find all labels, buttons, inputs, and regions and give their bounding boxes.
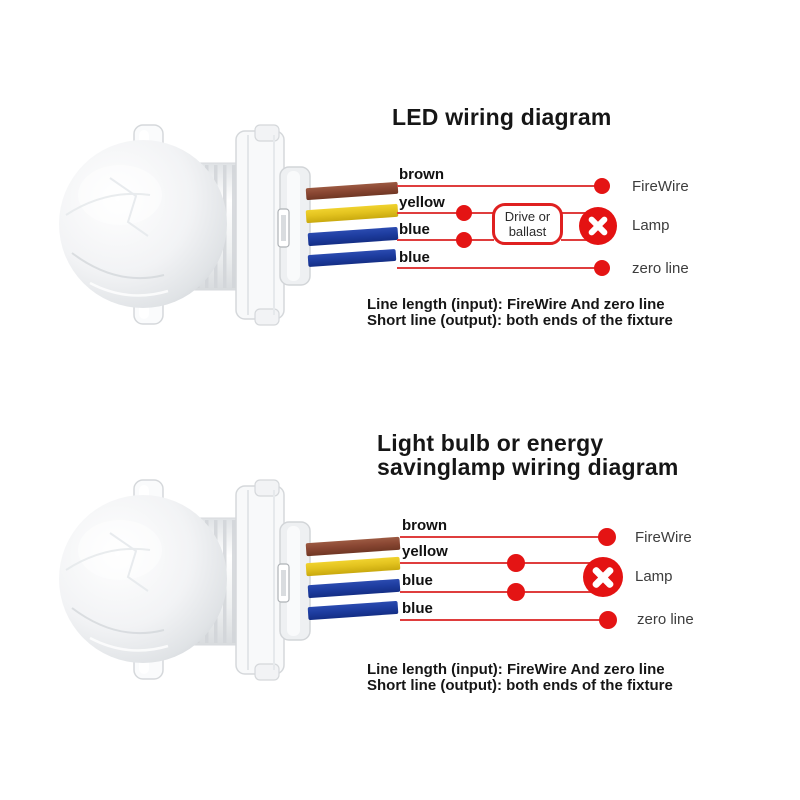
caption-line2: Short line (output): both ends of the fi…	[367, 677, 673, 694]
junction-dot	[456, 205, 472, 221]
blue-wire-1	[307, 578, 401, 599]
drive-ballast-box: Drive or ballast	[492, 203, 563, 245]
junction-dot	[599, 611, 617, 629]
junction-dot	[594, 178, 610, 194]
yellow-wire	[305, 556, 401, 577]
box-to-lamp-line-bottom	[561, 239, 598, 241]
output-label-zeroline: zero line	[637, 611, 694, 628]
wire-label-blue2: blue	[399, 249, 430, 266]
wire-label-blue1: blue	[399, 221, 430, 238]
wire-label-blue2: blue	[402, 600, 433, 617]
blue-line	[397, 239, 494, 241]
blue-wire-2	[307, 600, 399, 621]
junction-dot	[507, 554, 525, 572]
zero-line-wire	[400, 619, 608, 621]
blue-line	[400, 591, 603, 593]
drive-ballast-text-line2: ballast	[508, 224, 547, 239]
brown-wire	[305, 181, 399, 201]
wire-label-yellow: yellow	[399, 194, 445, 211]
blue-wire-1	[307, 226, 399, 247]
zero-line-wire	[397, 267, 602, 269]
section-title-bulb-line2: savinglamp wiring diagram	[377, 454, 679, 480]
junction-dot	[598, 528, 616, 546]
wire-label-brown: brown	[402, 517, 447, 534]
section-title-bulb-line1: Light bulb or energy	[377, 430, 604, 456]
section-title-led: LED wiring diagram	[392, 104, 612, 130]
wire-label-brown: brown	[399, 166, 444, 183]
output-label-firewire: FireWire	[635, 529, 692, 546]
wire-label-blue1: blue	[402, 572, 433, 589]
box-to-lamp-line-top	[561, 212, 598, 214]
yellow-line	[397, 212, 494, 214]
caption-line2: Short line (output): both ends of the fi…	[367, 312, 673, 329]
output-label-lamp: Lamp	[635, 568, 673, 585]
drive-ballast-text-line1: Drive or	[504, 209, 551, 224]
junction-dot	[507, 583, 525, 601]
caption-line1: Line length (input): FireWire And zero l…	[367, 296, 665, 313]
junction-dot	[594, 260, 610, 276]
blue-wire-2	[307, 248, 397, 268]
wire-label-yellow: yellow	[402, 543, 448, 560]
junction-dot	[456, 232, 472, 248]
firewire-line	[397, 185, 602, 187]
yellow-wire	[305, 203, 399, 224]
brown-wire	[305, 536, 401, 557]
pir-sensor-photo-top	[50, 123, 315, 328]
output-label-lamp: Lamp	[632, 217, 670, 234]
pir-sensor-photo-bottom	[50, 478, 315, 683]
output-label-firewire: FireWire	[632, 178, 689, 195]
yellow-line	[400, 562, 603, 564]
caption-line1: Line length (input): FireWire And zero l…	[367, 661, 665, 678]
x-mark-icon	[579, 207, 617, 245]
output-label-zeroline: zero line	[632, 260, 689, 277]
x-mark-icon	[583, 557, 623, 597]
firewire-line	[400, 536, 607, 538]
